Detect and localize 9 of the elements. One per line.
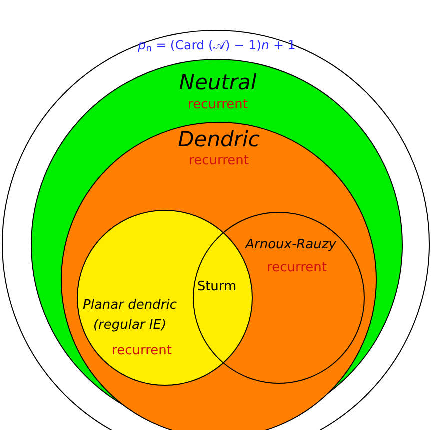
set-name: Dendric <box>177 126 261 154</box>
property-label: recurrent <box>188 152 250 170</box>
set-name: Neutral <box>178 69 258 96</box>
intersection-label: Sturm <box>192 277 242 297</box>
set-name: Planar dendric (regular IE) <box>82 297 178 335</box>
property-label: recurrent <box>266 259 328 278</box>
set-name: Arnoux-Rauzy <box>244 236 338 254</box>
property-label: recurrent <box>187 96 249 114</box>
property-label: recurrent <box>111 342 173 360</box>
